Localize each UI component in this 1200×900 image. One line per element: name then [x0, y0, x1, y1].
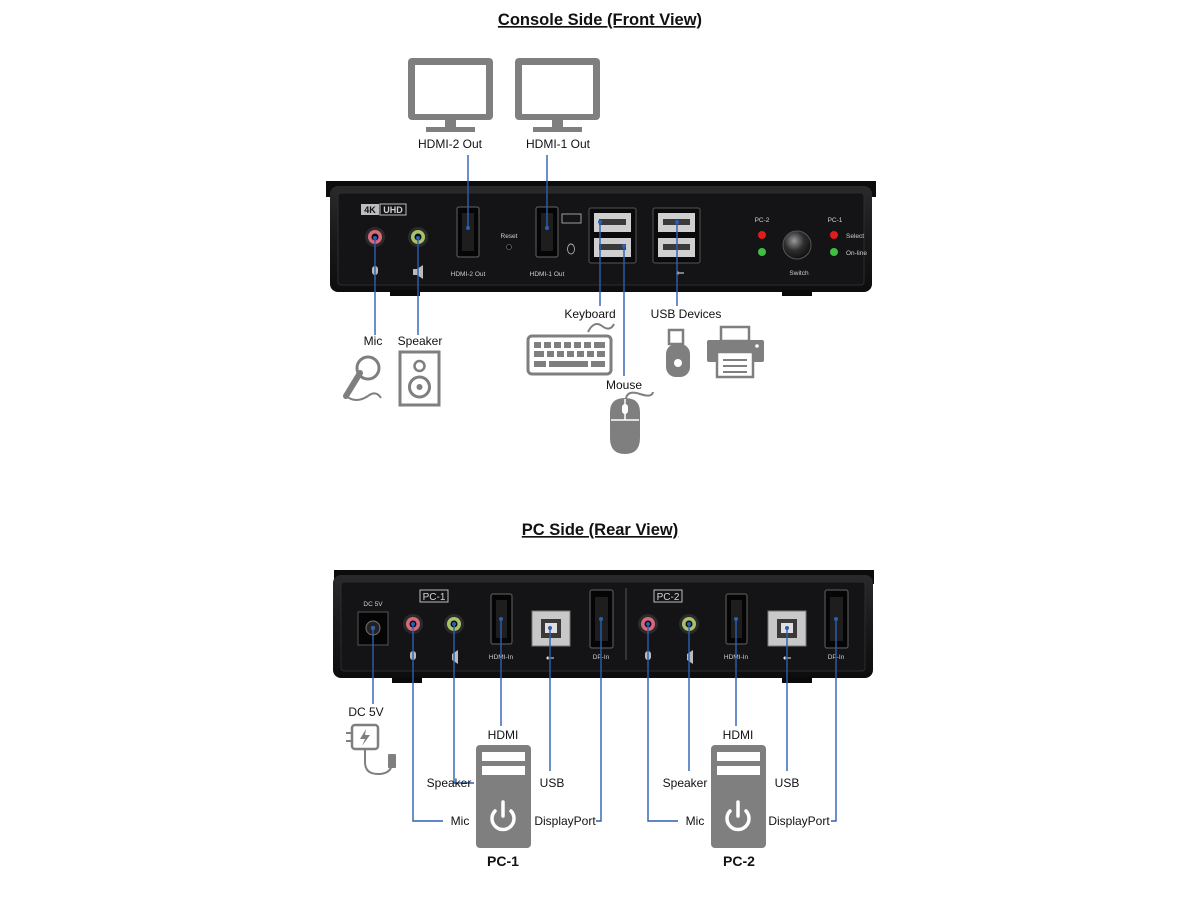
- pc2-speaker-label: Speaker: [663, 776, 708, 790]
- select-label: Select: [846, 233, 864, 240]
- switch-label: Switch: [789, 270, 809, 277]
- pc1-online-led: [830, 248, 838, 256]
- badge-uhd: [379, 203, 407, 216]
- hdmi1-out-label: HDMI-1 Out: [526, 137, 591, 151]
- pc2-speaker-jack[interactable]: [679, 614, 699, 634]
- keyboard-icon: [526, 323, 615, 376]
- pc1-group-box: [419, 589, 449, 603]
- pc1-label: PC-1: [487, 853, 519, 869]
- reset-label: Reset: [501, 233, 518, 240]
- pc2-group-label: PC-2: [657, 592, 680, 603]
- pc2-online-led: [758, 248, 766, 256]
- usb-devices-label: USB Devices: [651, 307, 722, 321]
- rear-wires: [371, 617, 838, 822]
- usb-port-keyboard-mouse[interactable]: [588, 207, 637, 264]
- power-adapter-icon: [346, 723, 396, 776]
- power-button-icon: [725, 800, 751, 832]
- pc1-hdmi-label: HDMI: [488, 728, 519, 742]
- monitor-icon: [408, 58, 493, 132]
- switch-button[interactable]: [782, 230, 812, 260]
- online-label: On-line: [846, 250, 867, 257]
- dc5v-label: DC 5V: [348, 705, 383, 719]
- mouse-label: Mouse: [606, 378, 642, 392]
- dc5v-port-label: DC 5V: [363, 601, 383, 608]
- usb-stick-icon: [666, 328, 690, 377]
- pc2-led-label: PC-2: [755, 217, 770, 224]
- front-view-title: Console Side (Front View): [498, 11, 702, 29]
- front-wires: [373, 155, 679, 376]
- mic-label: Mic: [364, 334, 383, 348]
- pc1-usb-label: USB: [540, 776, 565, 790]
- usb-symbol-icon: ⭠: [676, 267, 685, 279]
- badge-uhd-text: UHD: [383, 205, 403, 215]
- printer-icon: [707, 325, 764, 379]
- pc2-group-box: [653, 589, 683, 603]
- pc1-select-led: [830, 231, 838, 239]
- pc1-led-label: PC-1: [828, 217, 843, 224]
- microphone-icon: [343, 355, 382, 401]
- rear-view-title: PC Side (Rear View): [522, 521, 679, 539]
- badge-4k-text: 4K: [364, 205, 376, 215]
- pc-tower-icon: [711, 745, 766, 848]
- keyboard-small-icon: [561, 213, 582, 224]
- pc2-hdmi-label: HDMI: [723, 728, 754, 742]
- hdmi2-out-label: HDMI-2 Out: [418, 137, 483, 151]
- speaker-icon: [398, 350, 441, 407]
- hdmi1-out-port-label: HDMI-1 Out: [530, 271, 565, 278]
- pc-tower-icon: [476, 745, 531, 848]
- reset-button[interactable]: [506, 244, 512, 250]
- power-button-icon: [490, 800, 516, 832]
- pc1-speaker-label: Speaker: [427, 776, 472, 790]
- pc2-displayport-label: DisplayPort: [768, 814, 830, 828]
- hdmi1-out-port[interactable]: [535, 206, 559, 258]
- speaker-label: Speaker: [398, 334, 443, 348]
- pc2-label: PC-2: [723, 853, 755, 869]
- mouse-icon: [610, 391, 654, 454]
- monitor-icon: [515, 58, 600, 132]
- pc2-select-led: [758, 231, 766, 239]
- pc1-displayport-label: DisplayPort: [534, 814, 596, 828]
- mouse-small-icon: [567, 243, 575, 255]
- hdmi2-out-port[interactable]: [456, 206, 480, 258]
- pc2-usb-label: USB: [775, 776, 800, 790]
- keyboard-label: Keyboard: [564, 307, 615, 321]
- pc1-mic-label: Mic: [451, 814, 470, 828]
- badge-4k: [361, 204, 379, 215]
- hdmi2-out-port-label: HDMI-2 Out: [451, 271, 486, 278]
- pc1-group-label: PC-1: [423, 592, 446, 603]
- pc2-mic-label: Mic: [686, 814, 705, 828]
